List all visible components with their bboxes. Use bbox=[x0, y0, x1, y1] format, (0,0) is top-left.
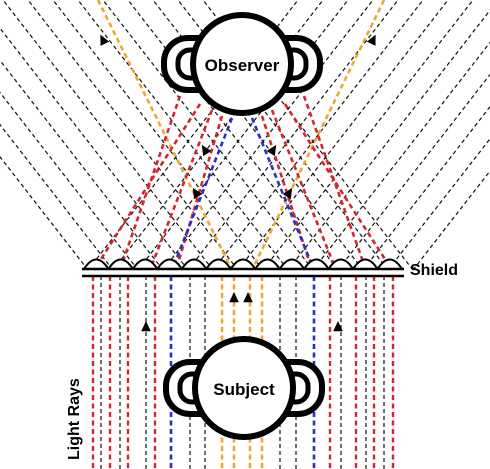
ray-line bbox=[0, 27, 189, 271]
observer-label: Observer bbox=[205, 56, 280, 75]
ray-direction-arrow-icon bbox=[100, 34, 110, 46]
ray-line bbox=[412, 170, 490, 271]
colored-ray-line bbox=[96, 0, 234, 271]
subject-head-icon: Subject bbox=[163, 336, 325, 440]
shield bbox=[82, 258, 404, 278]
lens-bump-icon bbox=[303, 258, 330, 270]
ray-line bbox=[287, 9, 490, 271]
colored-ray-line bbox=[270, 109, 338, 271]
ray-line bbox=[2, 0, 214, 271]
ray-line bbox=[312, 41, 490, 271]
colored-ray-line bbox=[148, 109, 214, 271]
light-rays-label: Light Rays bbox=[66, 378, 83, 460]
lens-bump-icon bbox=[205, 258, 232, 270]
lens-bump-icon bbox=[327, 258, 354, 270]
colored-ray-line bbox=[283, 103, 394, 271]
ray-line bbox=[87, 0, 299, 271]
ray-line bbox=[52, 0, 264, 271]
lens-bump-icon bbox=[107, 258, 134, 270]
background-light-rays bbox=[0, 0, 490, 271]
colored-ray-line bbox=[302, 95, 368, 271]
colored-ray-line bbox=[92, 103, 202, 271]
ray-line bbox=[0, 155, 89, 271]
shield-label: Shield bbox=[410, 262, 458, 279]
lens-bump-icon bbox=[254, 258, 281, 270]
lens-bump-icon bbox=[181, 258, 208, 270]
ray-line bbox=[0, 91, 139, 271]
lens-bump-icon bbox=[278, 258, 305, 270]
ray-line bbox=[112, 0, 324, 271]
ray-direction-arrow-icon bbox=[192, 187, 203, 200]
ray-line bbox=[212, 0, 424, 271]
ray-line bbox=[137, 0, 349, 271]
lens-bump-icon bbox=[132, 258, 159, 270]
ray-direction-arrow-icon bbox=[266, 144, 277, 157]
ray-arrows bbox=[100, 34, 376, 332]
ray-line bbox=[187, 0, 399, 271]
colored-ray-line bbox=[250, 0, 386, 271]
ray-direction-arrow-icon bbox=[366, 34, 376, 46]
ray-line bbox=[337, 73, 490, 271]
subject-label: Subject bbox=[213, 380, 275, 399]
lens-bump-icon bbox=[83, 258, 110, 270]
ray-line bbox=[102, 0, 314, 271]
lens-bump-icon bbox=[156, 258, 183, 270]
ray-line bbox=[27, 0, 239, 271]
ray-direction-arrow-icon bbox=[333, 321, 343, 332]
ray-line bbox=[0, 59, 164, 271]
lens-bump-icon bbox=[352, 258, 379, 270]
colored-ray-line bbox=[118, 95, 182, 271]
ray-line bbox=[202, 0, 414, 271]
ray-direction-arrow-icon bbox=[229, 292, 239, 303]
ray-line bbox=[77, 0, 289, 271]
observer-head-icon: Observer bbox=[161, 12, 323, 116]
ray-line bbox=[362, 105, 490, 271]
ray-line bbox=[387, 137, 490, 271]
ray-direction-arrow-icon bbox=[243, 292, 253, 303]
ray-direction-arrow-icon bbox=[201, 144, 212, 157]
ray-direction-arrow-icon bbox=[282, 187, 293, 200]
colored-ray-line bbox=[250, 117, 316, 271]
ray-line bbox=[127, 0, 339, 271]
lens-bump-icon bbox=[229, 258, 257, 270]
colored-ray-line bbox=[170, 117, 234, 271]
ray-line bbox=[0, 123, 114, 271]
lens-bump-icon bbox=[376, 258, 403, 270]
ray-direction-arrow-icon bbox=[141, 321, 151, 332]
